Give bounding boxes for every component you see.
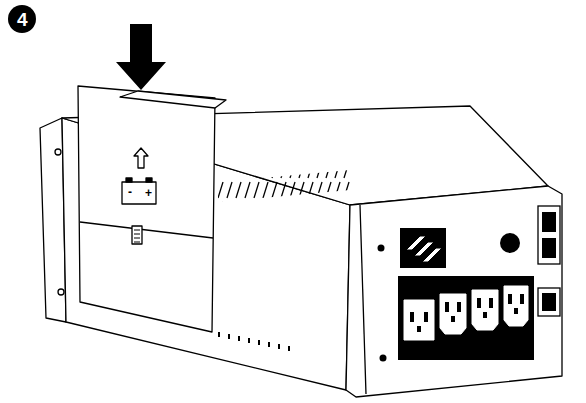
side-vents	[218, 332, 290, 351]
input-socket	[400, 228, 446, 268]
callout-number: 4	[17, 10, 28, 29]
top-vents	[218, 170, 350, 202]
outlet-panel	[398, 276, 534, 360]
terminal-sign: +	[145, 187, 152, 199]
step-badge	[8, 5, 36, 33]
outlets	[404, 286, 528, 340]
front-face	[346, 186, 562, 397]
power-button	[500, 233, 520, 253]
push-arrow	[116, 24, 166, 90]
battery-door	[78, 86, 226, 332]
terminal-sign: -	[128, 186, 132, 198]
